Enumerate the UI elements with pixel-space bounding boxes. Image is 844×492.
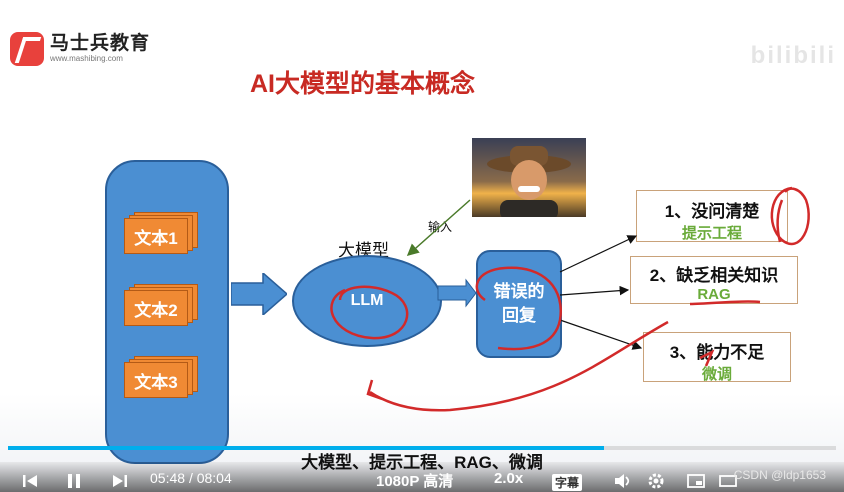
subtitle-button[interactable]: 字幕 — [552, 474, 582, 491]
llm-text: LLM — [351, 292, 384, 310]
total-time: 08:04 — [197, 470, 232, 486]
document-label: 文本3 — [124, 362, 188, 398]
progress-bar[interactable] — [8, 446, 836, 450]
speed-button[interactable]: 2.0x — [494, 470, 523, 487]
document-label: 文本1 — [124, 218, 188, 254]
problem-box-1: 1、没问清楚 提示工程 — [636, 190, 788, 242]
bilibili-watermark: bilibili — [751, 42, 836, 70]
brand-logo: 马士兵教育 www.mashibing.com — [10, 32, 150, 66]
quality-button[interactable]: 1080P 高清 — [376, 470, 453, 491]
speaker-photo — [472, 138, 586, 217]
time-separator: / — [189, 470, 193, 486]
problem-solution: RAG — [631, 286, 797, 303]
settings-gear-icon[interactable] — [646, 472, 666, 490]
problem-title: 3、能力不足 — [644, 338, 790, 363]
arrow-right-icon — [231, 273, 287, 315]
document-label: 文本2 — [124, 290, 188, 326]
problem-box-3: 3、能力不足 微调 — [643, 332, 791, 382]
problem-title: 2、缺乏相关知识 — [631, 261, 797, 286]
problem-solution: 提示工程 — [637, 222, 787, 243]
reply-line-1: 错误的 — [494, 280, 545, 304]
pause-icon[interactable] — [64, 472, 84, 490]
picture-in-picture-icon[interactable] — [686, 472, 706, 490]
next-icon[interactable] — [110, 472, 130, 490]
problem-box-2: 2、缺乏相关知识 RAG — [630, 256, 798, 304]
progress-fill — [8, 446, 604, 450]
brand-url: www.mashibing.com — [50, 54, 150, 64]
time-display: 05:48 / 08:04 — [150, 470, 232, 486]
input-caption: 输入 — [428, 218, 452, 235]
document-1: 文本1 — [124, 218, 196, 258]
llm-ellipse: LLM — [292, 255, 442, 347]
document-2: 文本2 — [124, 290, 196, 330]
problem-solution: 微调 — [644, 363, 790, 384]
brand-icon — [10, 32, 44, 66]
brand-name: 马士兵教育 — [50, 34, 150, 54]
reply-line-2: 回复 — [494, 304, 545, 328]
wrong-reply-box: 错误的 回复 — [476, 250, 562, 358]
problem-title: 1、没问清楚 — [637, 197, 787, 222]
slide-title: AI大模型的基本概念 — [250, 64, 475, 100]
csdn-watermark: CSDN @ldp1653 — [734, 468, 826, 482]
volume-icon[interactable] — [613, 472, 633, 490]
document-3: 文本3 — [124, 362, 196, 402]
previous-icon[interactable] — [20, 472, 40, 490]
current-time: 05:48 — [150, 470, 185, 486]
